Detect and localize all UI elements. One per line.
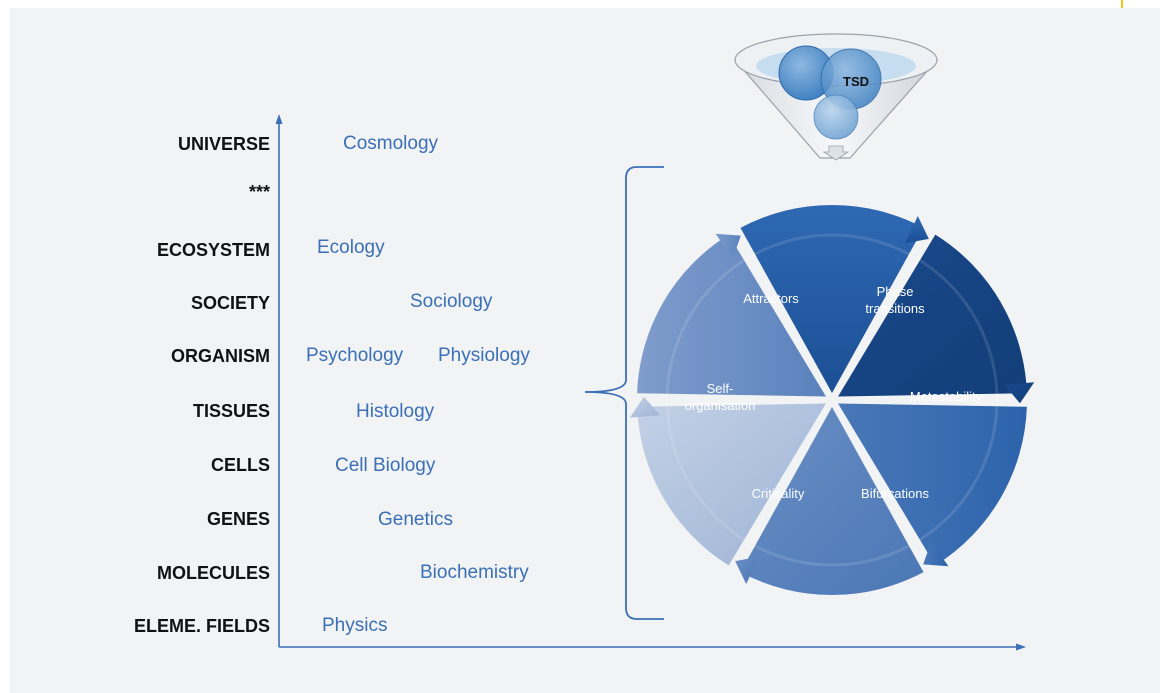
level-fields: ELEME. FIELDS [133, 616, 270, 636]
wheel-inner-band [665, 233, 999, 567]
segment-criticality-label: Criticality [752, 486, 805, 501]
wheel-segment-metastability [838, 403, 1027, 566]
discipline-genetics: Genetics [378, 509, 453, 530]
level-cells: CELLS [210, 455, 270, 475]
discipline-physics: Physics [322, 615, 388, 636]
discipline-psychology: Psychology [306, 345, 404, 366]
wheel-arrow-criticality [629, 396, 660, 418]
wheel-labels: Attractors Phase transitions Metastabili… [685, 284, 983, 501]
segment-phase-transitions-label-2: transitions [865, 301, 925, 316]
discipline-physiology: Physiology [438, 345, 530, 366]
segment-metastability-label: Metastability [910, 389, 983, 404]
wheel-arrow-bifurcations [735, 556, 759, 584]
discipline-histology: Histology [356, 401, 435, 422]
wheel-segment-criticality [637, 403, 826, 566]
axes [275, 114, 1026, 651]
level-society: SOCIETY [190, 293, 270, 313]
wheel-segment-bifurcations [740, 407, 924, 596]
corner-mark [1121, 0, 1123, 8]
discipline-ecology: Ecology [317, 237, 385, 258]
wheel-segment-phase-transitions [838, 234, 1027, 397]
cycle-wheel [629, 205, 1035, 596]
level-organism: ORGANISM [171, 346, 270, 366]
wheel-arrow-phase-transitions [1004, 382, 1035, 404]
level-tissues: TISSUES [192, 401, 270, 421]
y-axis-arrowhead [275, 114, 283, 124]
segment-self-organisation-label-1: Self- [707, 381, 734, 396]
discipline-sociology: Sociology [410, 291, 493, 312]
level-molecules: MOLECULES [156, 563, 270, 583]
segment-self-organisation-label-2: organisation [685, 398, 756, 413]
discipline-cell-biology: Cell Biology [335, 455, 436, 476]
segment-bifurcations-label: Bifurcations [861, 486, 929, 501]
wheel-segment-attractors [740, 205, 924, 393]
x-axis-arrowhead [1016, 643, 1026, 651]
level-ecosystem: ECOSYSTEM [156, 240, 270, 260]
discipline-biochemistry: Biochemistry [420, 562, 529, 583]
funnel-label: TSD [843, 74, 869, 89]
wheel-arrow-self-organisation [715, 233, 741, 259]
wheel-arrow-attractors [905, 216, 929, 244]
level-genes: GENES [206, 509, 270, 529]
segment-phase-transitions-label-1: Phase [877, 284, 914, 299]
wheel-segment-self-organisation [637, 234, 826, 397]
wheel-arrow-metastability [923, 541, 949, 567]
funnel-icon: TSD [733, 33, 939, 161]
level-stars: *** [248, 182, 270, 202]
segment-attractors-label: Attractors [743, 291, 799, 306]
level-universe: UNIVERSE [177, 134, 270, 154]
discipline-cosmology: Cosmology [343, 133, 439, 154]
curly-brace [584, 166, 664, 620]
